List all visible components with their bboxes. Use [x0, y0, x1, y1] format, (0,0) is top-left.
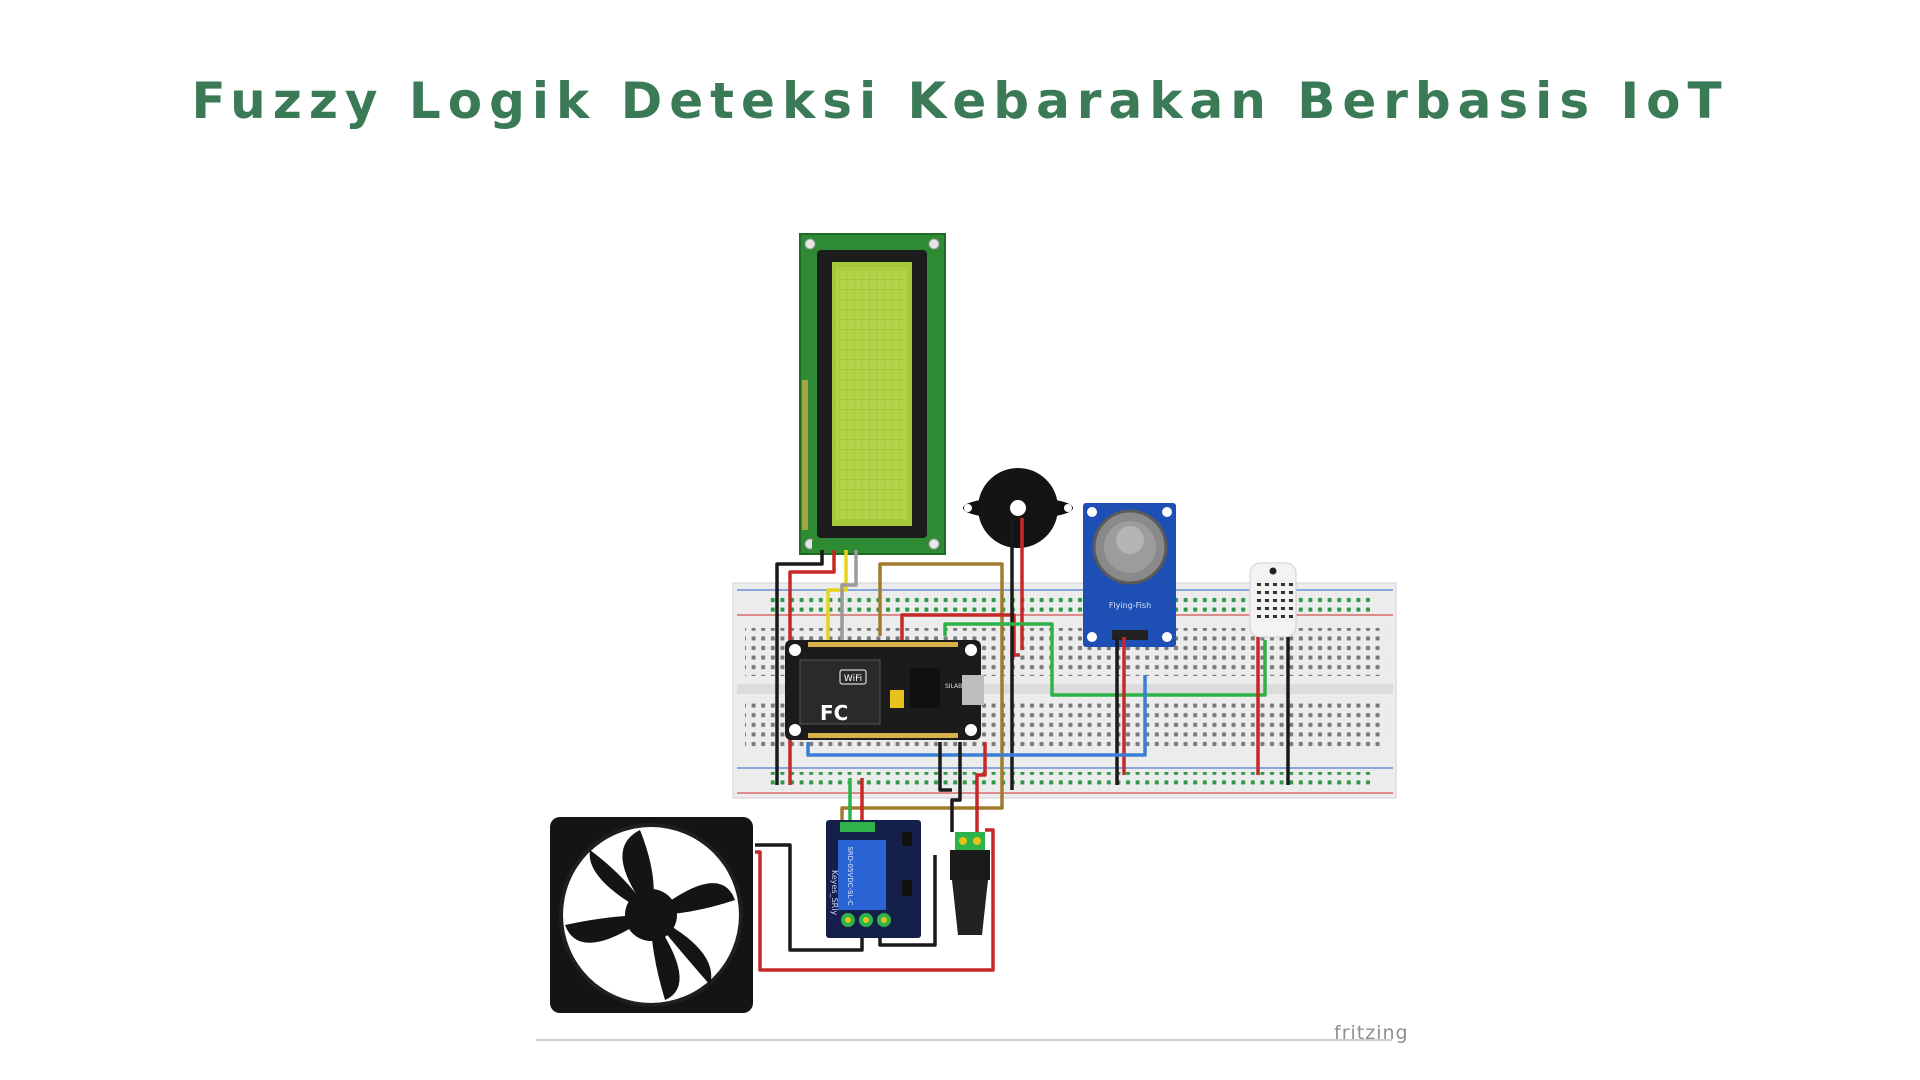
relay-brand-label: Keyes_SRly: [830, 870, 839, 915]
nodemcu-wifi-label: WiFi: [844, 674, 862, 684]
gas-sensor-label: Flying-Fish: [1109, 601, 1151, 610]
fritzing-watermark: fritzing: [1334, 1022, 1409, 1044]
lcd-display: [799, 233, 946, 555]
relay-module: SRD-05VDC-SL-C Keyes_SRly: [826, 820, 921, 938]
dht-sensor: [1249, 562, 1297, 638]
dc-power-jack: [950, 832, 990, 935]
fan: [550, 817, 753, 1013]
nodemcu-fc-logo: FC: [820, 701, 848, 725]
buzzer: [963, 468, 1073, 548]
page-title: Fuzzy Logik Deteksi Kebarakan Berbasis I…: [191, 72, 1729, 130]
nodemcu-board: FC WiFi SILABS CP2102: [785, 640, 991, 740]
relay-model-label: SRD-05VDC-SL-C: [846, 846, 854, 905]
gas-sensor: Flying-Fish: [1083, 503, 1176, 647]
